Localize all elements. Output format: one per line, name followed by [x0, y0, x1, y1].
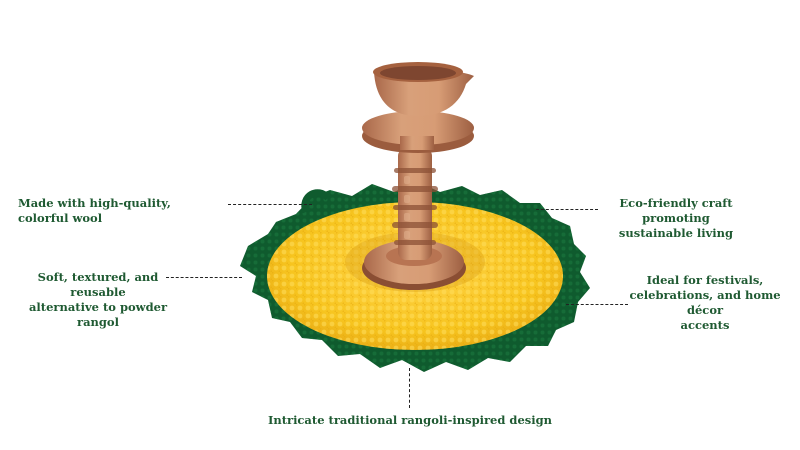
callout-design-leader-line — [409, 368, 410, 408]
callout-wool-leader-line — [228, 204, 312, 205]
callout-wool-quality: Made with high-quality, colorful wool — [18, 196, 171, 225]
callout-soft-leader-line — [166, 277, 242, 278]
callout-festivals: Ideal for festivals, celebrations, and h… — [629, 273, 781, 332]
clay-diya-stand — [362, 62, 474, 290]
callout-eco-leader-line — [536, 209, 598, 210]
callout-festivals-leader-line — [566, 304, 628, 305]
callout-rangoli-design: Intricate traditional rangoli-inspired d… — [267, 413, 553, 427]
callout-soft-reusable: Soft, textured, and reusable alternative… — [28, 270, 168, 329]
callout-eco-friendly: Eco-friendly craft promoting sustainable… — [618, 196, 734, 240]
